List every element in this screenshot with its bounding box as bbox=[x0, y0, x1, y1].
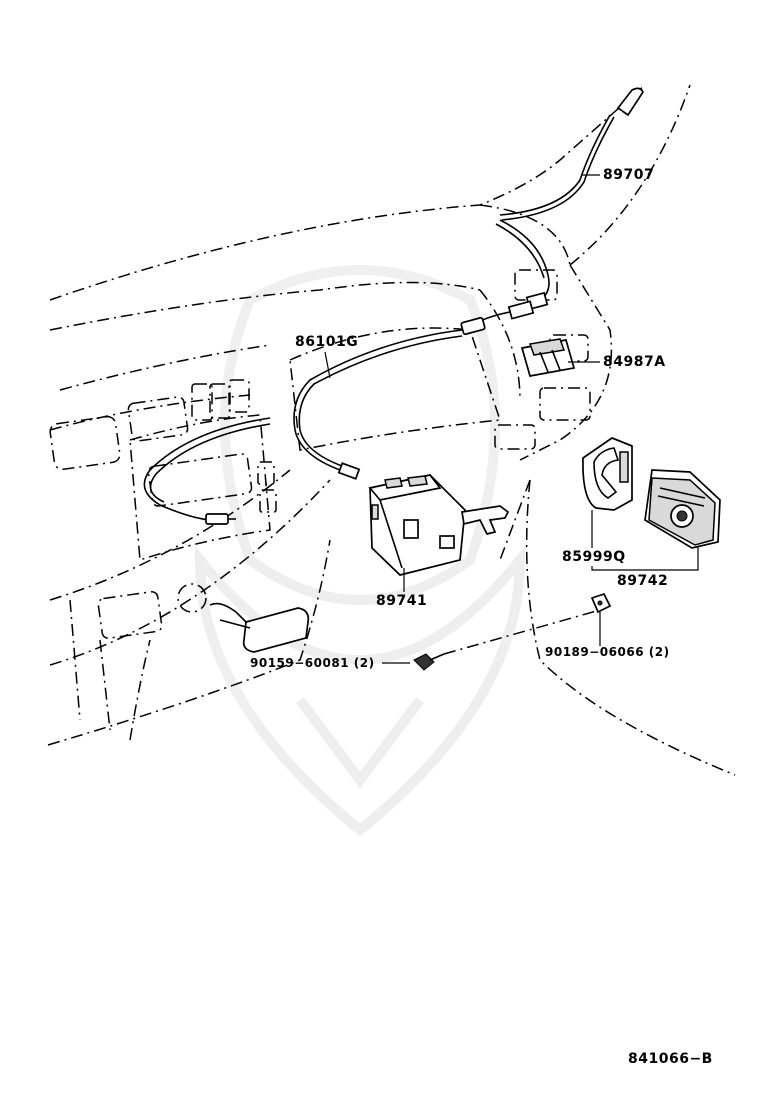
label-89707: 89707 bbox=[603, 167, 655, 183]
label-84987a: 84987A bbox=[603, 354, 666, 370]
cable-86101g bbox=[293, 316, 486, 480]
radio-unit-89741 bbox=[368, 474, 510, 576]
switch-84987a bbox=[520, 338, 576, 377]
clip-90189 bbox=[590, 592, 612, 614]
label-89741: 89741 bbox=[376, 593, 428, 609]
label-89742: 89742 bbox=[617, 573, 669, 589]
label-90159-60081: 90159−60081 (2) bbox=[250, 656, 375, 670]
watermark-emblem bbox=[194, 265, 526, 837]
label-86101g: 86101G bbox=[295, 334, 359, 350]
secondary-cable bbox=[143, 417, 271, 525]
leader-lines bbox=[324, 174, 699, 664]
bolt-90159 bbox=[413, 609, 601, 671]
label-90189-06066: 90189−06066 (2) bbox=[545, 645, 670, 659]
antenna-89707 bbox=[495, 87, 644, 301]
label-85999q: 85999Q bbox=[562, 549, 626, 565]
bracket-85999q bbox=[582, 437, 633, 511]
dashboard-outline bbox=[47, 84, 736, 776]
diagram-code: 841066−B bbox=[628, 1051, 713, 1067]
cover-unit-89742 bbox=[644, 469, 721, 549]
duct-part bbox=[209, 602, 310, 653]
